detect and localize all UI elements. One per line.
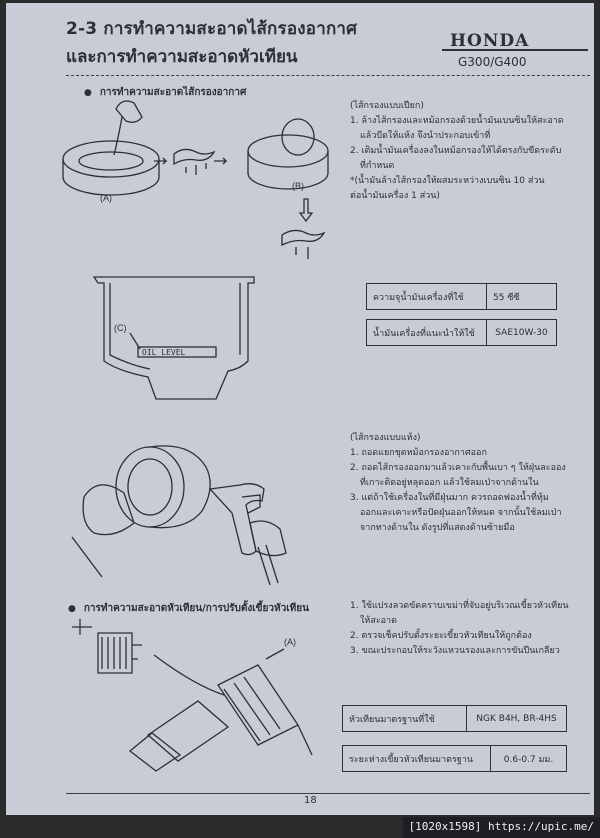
spark-plug-type-value: NGK B4H, BR-4HS: [466, 705, 567, 732]
spark-plug-type-table: หัวเทียนมาตรฐานที่ใช้ NGK B4H, BR-4HS: [342, 705, 567, 732]
illustration-label-a: (A): [100, 193, 112, 203]
dry-step-2-cont: ที่เกาะติดอยู่หลุดออก แล้วใช้ลมเป่าจากด้…: [360, 478, 539, 488]
manual-page: 2-3 การทำความสะอาดไส้กรองอากาศ และการทำค…: [6, 3, 594, 815]
dry-filter-title: (ไส้กรองแบบแห้ง): [350, 433, 421, 443]
wet-filter-title: (ไส้กรองแบบเปียก): [350, 101, 424, 111]
section-heading-spark-plug: การทำความสะอาดหัวเทียน/การปรับตั้งเขี้ยว…: [68, 601, 309, 616]
illustration-label-b: (B): [292, 181, 304, 191]
dry-step-3-cont2: จากทางด้านใน ดังรูปที่แสดงด้านซ้ายมือ: [360, 523, 515, 533]
page-title-line2: และการทำความสะอาดหัวเทียน: [66, 47, 298, 67]
wet-note: *(น้ำมันล้างไส้กรองให้ผสมระหว่างเบนซิน 1…: [350, 176, 545, 186]
model-number: G300/G400: [458, 55, 527, 69]
spark-plug-instructions: 1. ใช้แปรงลวดขัดคราบเขม่าที่จับอยู่บริเว…: [350, 599, 569, 659]
wet-step-2-cont: ที่กำหนด: [360, 161, 395, 171]
wet-step-1-cont: แล้วบีดให้แห้ง จึงนำประกอบเข้าที่: [360, 131, 491, 141]
dry-step-3: 3. แต่ถ้าใช้เครื่องในที่มีฝุ่นมาก ควรถอด…: [350, 493, 549, 503]
wet-step-1: 1. ล้างไส้กรองและหม้อกรองด้วยน้ำมันเบนซิ…: [350, 116, 564, 126]
model-box: [442, 49, 588, 71]
spark-plug-gap-label: ระยะห่างเขี้ยวหัวเทียนมาตรฐาน: [342, 745, 491, 772]
oil-level-mark: OIL LEVEL: [142, 348, 186, 357]
footer-divider: [66, 793, 590, 794]
section-heading-air-filter: การทำความสะอาดไส้กรองอากาศ: [84, 85, 246, 100]
spark-step-3: 3. ขณะประกอบให้ระวังแหวนรองและการขันปีนเ…: [350, 646, 560, 656]
spark-plug-gap-table: ระยะห่างเขี้ยวหัวเทียนมาตรฐาน 0.6-0.7 มม…: [342, 745, 567, 772]
spark-step-1: 1. ใช้แปรงลวดขัดคราบเขม่าที่จับอยู่บริเว…: [350, 601, 569, 611]
spark-plug-illustration: (A): [72, 619, 313, 772]
oil-capacity-label: ความจุน้ำมันเครื่องที่ใช้: [366, 283, 487, 310]
recommended-oil-value: SAE10W-30: [486, 319, 557, 346]
dry-filter-instructions: (ไส้กรองแบบแห้ง) 1. ถอดแยกชุดหม้อกรองอาก…: [350, 431, 566, 536]
wet-step-2: 2. เติมน้ำมันเครื่องลงในหม้อกรองให้ได้ตร…: [350, 146, 562, 156]
recommended-oil-label: น้ำมันเครื่องที่แนะนำให้ใช้: [366, 319, 487, 346]
oil-capacity-table: ความจุน้ำมันเครื่องที่ใช้ 55 ซีซี: [366, 283, 557, 310]
spark-step-1-cont: ให้สะอาด: [360, 616, 397, 626]
oil-capacity-value: 55 ซีซี: [486, 283, 557, 310]
brand-logo: HONDA: [450, 31, 530, 51]
page-title-line1: 2-3 การทำความสะอาดไส้กรองอากาศ: [66, 19, 358, 39]
recommended-oil-table: น้ำมันเครื่องที่แนะนำให้ใช้ SAE10W-30: [366, 319, 557, 346]
spark-plug-label-a: (A): [284, 637, 296, 647]
dry-step-3-cont: ออกและเคาะหรือปัดฝุ่นออกให้หมด จากนั้นใช…: [360, 508, 562, 518]
dry-step-1: 1. ถอดแยกชุดหม้อกรองอากาศออก: [350, 448, 487, 458]
dry-step-2: 2. ถอดไส้กรองออกมาแล้วเคาะกับพื้นเบา ๆ ใ…: [350, 463, 566, 473]
illustration-label-c: (C): [114, 323, 127, 333]
washing-filter-illustration: (A) (B): [62, 100, 329, 259]
wet-note-cont: ต่อน้ำมันเครื่อง 1 ส่วน): [350, 191, 440, 201]
air-gun-cleaning-illustration: [71, 445, 287, 586]
spark-plug-gap-value: 0.6-0.7 มม.: [490, 745, 567, 772]
air-cleaner-case-illustration: (C) OIL LEVEL: [92, 276, 255, 400]
page-number: 18: [304, 795, 317, 806]
spark-plug-type-label: หัวเทียนมาตรฐานที่ใช้: [342, 705, 467, 732]
wet-filter-instructions: (ไส้กรองแบบเปียก) 1. ล้างไส้กรองและหม้อก…: [350, 99, 564, 204]
image-size-watermark: [1020x1598] https://upic.me/: [402, 817, 600, 838]
header-divider: [66, 75, 590, 76]
spark-step-2: 2. ตรวจเช็คปรับตั้งระยะเขี้ยวหัวเทียนให้…: [350, 631, 532, 641]
